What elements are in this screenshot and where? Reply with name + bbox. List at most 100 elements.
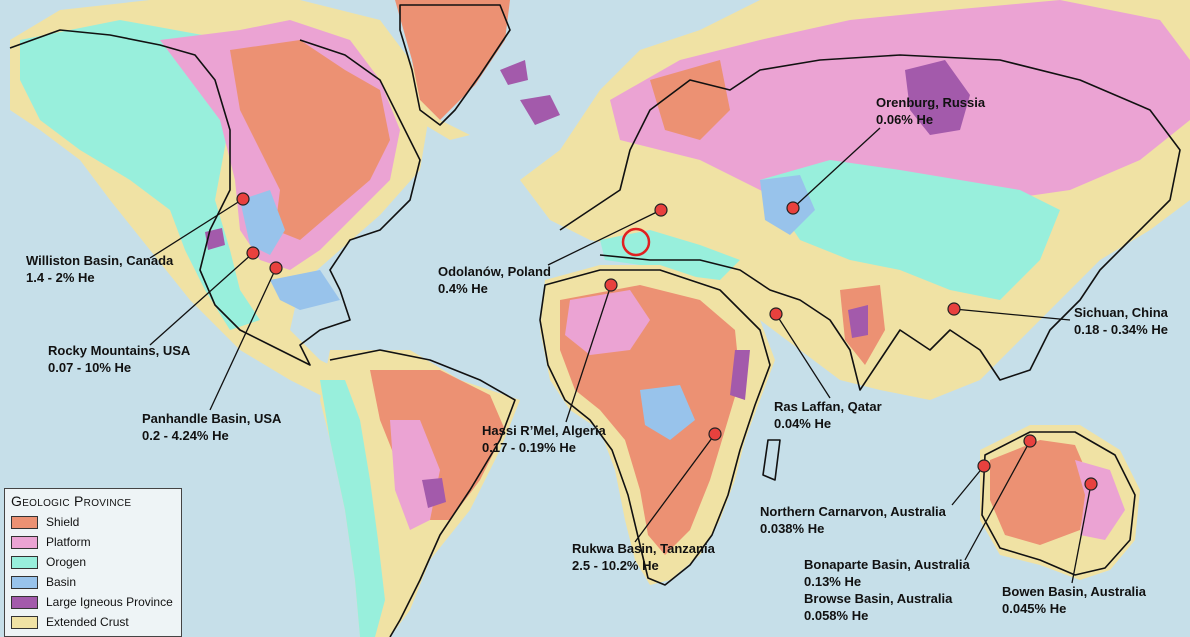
central-asia-orogen bbox=[760, 160, 1060, 300]
legend-swatch bbox=[11, 595, 38, 609]
site-label-hassi[interactable]: Hassi R’Mel, Algeria 0.17 - 0.19% He bbox=[482, 422, 606, 456]
gulf-basin bbox=[270, 270, 340, 310]
site-name: Northern Carnarvon, Australia bbox=[760, 504, 946, 519]
leader-line-carnarvon bbox=[951, 465, 985, 506]
andes-orogen bbox=[320, 380, 385, 637]
leader-line-bowen bbox=[1071, 483, 1092, 584]
site-helium: 2.5 - 10.2% He bbox=[572, 558, 659, 573]
site-marker-bonaparte[interactable] bbox=[1023, 434, 1037, 448]
parana-igneous bbox=[422, 478, 446, 508]
site-label-bonaparte-browse[interactable]: Bonaparte Basin, Australia 0.13% He Brow… bbox=[804, 556, 970, 624]
site-helium: 0.2 - 4.24% He bbox=[142, 428, 229, 443]
site-label-bowen[interactable]: Bowen Basin, Australia 0.045% He bbox=[1002, 583, 1146, 617]
legend-title: Geologic Province bbox=[11, 493, 132, 509]
site-name: Hassi R’Mel, Algeria bbox=[482, 423, 606, 438]
south-america-shield bbox=[370, 370, 505, 520]
greenland-extended-crust bbox=[420, 100, 470, 140]
legend-label: Extended Crust bbox=[46, 615, 129, 629]
site-name: Browse Basin, Australia bbox=[804, 591, 953, 606]
site-marker-rocky[interactable] bbox=[246, 246, 260, 260]
site-name: Bonaparte Basin, Australia bbox=[804, 557, 970, 572]
site-helium: 0.18 - 0.34% He bbox=[1074, 322, 1168, 337]
legend-label: Large Igneous Province bbox=[46, 595, 173, 609]
legend-item-igneous: Large Igneous Province bbox=[11, 592, 175, 612]
highlight-ring bbox=[621, 227, 651, 257]
site-marker-carnarvon[interactable] bbox=[977, 459, 991, 473]
legend-swatch bbox=[11, 555, 38, 569]
north-america-orogen bbox=[20, 20, 260, 330]
site-name: Rocky Mountains, USA bbox=[48, 343, 191, 358]
legend-item-platform: Platform bbox=[11, 532, 175, 552]
site-marker-odolanow[interactable] bbox=[654, 203, 668, 217]
madagascar-coastline bbox=[762, 439, 781, 481]
north-america-coastline bbox=[9, 29, 421, 366]
legend-swatch bbox=[11, 535, 38, 549]
legend-label: Platform bbox=[46, 535, 91, 549]
site-label-raslaffan[interactable]: Ras Laffan, Qatar 0.04% He bbox=[774, 398, 882, 432]
site-label-williston[interactable]: Williston Basin, Canada 1.4 - 2% He bbox=[26, 252, 173, 286]
site-helium: 0.06% He bbox=[876, 112, 934, 127]
deccan-igneous bbox=[848, 305, 868, 338]
site-helium: 0.4% He bbox=[438, 281, 488, 296]
legend-swatch bbox=[11, 575, 38, 589]
australia-coastline bbox=[981, 431, 1136, 576]
site-name: Ras Laffan, Qatar bbox=[774, 399, 882, 414]
site-label-carnarvon[interactable]: Northern Carnarvon, Australia 0.038% He bbox=[760, 503, 946, 537]
site-marker-raslaffan[interactable] bbox=[769, 307, 783, 321]
leader-line-hassi bbox=[565, 284, 612, 423]
congo-basin bbox=[640, 385, 695, 440]
north-america-basin bbox=[240, 190, 285, 255]
legend-label: Orogen bbox=[46, 555, 87, 569]
site-helium: 0.04% He bbox=[774, 416, 832, 431]
ethiopian-igneous bbox=[730, 350, 750, 400]
site-helium: 0.13% He bbox=[804, 574, 862, 589]
site-label-odolanow[interactable]: Odolanów, Poland 0.4% He bbox=[438, 263, 551, 297]
site-marker-orenburg[interactable] bbox=[786, 201, 800, 215]
south-america bbox=[320, 349, 520, 637]
legend-item-shield: Shield bbox=[11, 512, 175, 532]
site-marker-hassi[interactable] bbox=[604, 278, 618, 292]
africa bbox=[539, 265, 781, 586]
leader-line-rukwa bbox=[634, 433, 716, 543]
leader-line-sichuan bbox=[953, 308, 1071, 321]
eurasia bbox=[520, 0, 1190, 400]
site-label-sichuan[interactable]: Sichuan, China 0.18 - 0.34% He bbox=[1074, 304, 1168, 338]
site-label-rocky[interactable]: Rocky Mountains, USA 0.07 - 10% He bbox=[48, 342, 190, 376]
australia-shield bbox=[990, 440, 1090, 545]
leader-line-williston bbox=[149, 198, 244, 259]
legend-label: Shield bbox=[46, 515, 80, 529]
site-marker-panhandle[interactable] bbox=[269, 261, 283, 275]
australia bbox=[980, 425, 1140, 580]
site-marker-bowen[interactable] bbox=[1084, 477, 1098, 491]
site-label-rukwa[interactable]: Rukwa Basin, Tanzania 2.5 - 10.2% He bbox=[572, 540, 715, 574]
legend-item-orogen: Orogen bbox=[11, 552, 175, 572]
south-america-coastline bbox=[329, 349, 516, 637]
site-label-orenburg[interactable]: Orenburg, Russia 0.06% He bbox=[876, 94, 985, 128]
site-marker-sichuan[interactable] bbox=[947, 302, 961, 316]
site-label-panhandle[interactable]: Panhandle Basin, USA 0.2 - 4.24% He bbox=[142, 410, 281, 444]
africa-coastline bbox=[539, 269, 771, 586]
greenland-coastline bbox=[399, 4, 511, 126]
siberian-igneous bbox=[905, 60, 970, 135]
site-name: Orenburg, Russia bbox=[876, 95, 986, 110]
site-name: Rukwa Basin, Tanzania bbox=[572, 541, 715, 556]
site-name: Panhandle Basin, USA bbox=[142, 411, 282, 426]
legend-label: Basin bbox=[46, 575, 77, 589]
eurasia-platform bbox=[610, 0, 1190, 220]
greenland-shield bbox=[395, 0, 510, 120]
sahara-platform bbox=[565, 290, 650, 355]
alpine-orogen bbox=[600, 230, 740, 280]
site-helium: 0.058% He bbox=[804, 608, 869, 623]
legend: Geologic Province Shield Platform Orogen… bbox=[4, 488, 182, 637]
site-marker-rukwa[interactable] bbox=[708, 427, 722, 441]
leader-line-rocky bbox=[149, 252, 254, 346]
leader-line-orenburg bbox=[792, 127, 881, 209]
site-marker-williston[interactable] bbox=[236, 192, 250, 206]
legend-item-extended: Extended Crust bbox=[11, 612, 175, 632]
legend-swatch bbox=[11, 615, 38, 629]
leader-line-odolanow bbox=[547, 209, 662, 266]
north-america bbox=[9, 0, 528, 420]
